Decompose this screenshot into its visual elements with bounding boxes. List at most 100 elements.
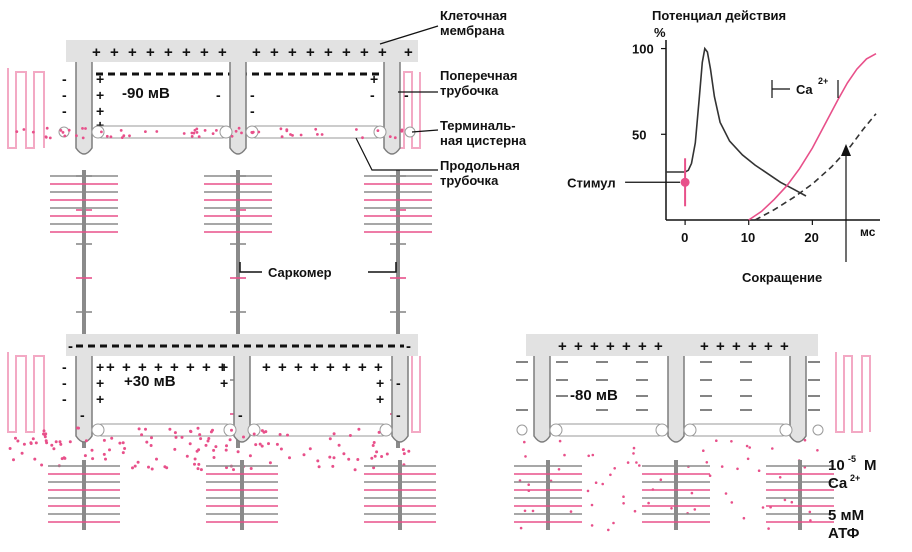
svg-text:+: +	[342, 44, 351, 61]
calcium-dot	[44, 135, 48, 139]
chart-series	[666, 46, 877, 221]
calcium-dot	[77, 426, 80, 430]
calcium-dot	[128, 134, 131, 138]
calcium-dot	[659, 478, 663, 482]
calcium-dot	[402, 452, 406, 456]
calcium-dot	[355, 128, 358, 131]
calcium-dot	[42, 432, 45, 436]
svg-text:-: -	[216, 87, 221, 103]
calcium-dot	[204, 443, 208, 447]
calcium-dot	[149, 444, 153, 447]
calcium-dot	[316, 133, 319, 136]
calcium-dots-stored	[15, 126, 404, 140]
calcium-dot	[145, 440, 149, 444]
calcium-dot	[12, 458, 15, 462]
calcium-dot	[102, 452, 106, 456]
svg-text:+: +	[164, 44, 173, 61]
calcium-dot	[372, 441, 376, 444]
calcium-dot	[118, 441, 122, 445]
calcium-dot	[136, 460, 140, 464]
plus-sign: +	[122, 359, 131, 376]
calcium-dot	[193, 457, 197, 461]
plus-sign: +	[716, 338, 725, 355]
svg-text:+: +	[182, 44, 191, 61]
svg-text:+: +	[96, 71, 104, 87]
svg-text:-: -	[250, 87, 255, 103]
x-tick-label: 0	[681, 230, 688, 245]
calcium-dot	[14, 436, 17, 440]
calcium-dot	[748, 446, 751, 449]
plus-sign: +	[342, 359, 351, 376]
calcium-dot	[224, 448, 228, 452]
plus-sign: +	[574, 338, 583, 355]
calcium-dot	[190, 131, 194, 135]
plus-sign: +	[638, 338, 647, 355]
calcium-dot	[31, 437, 35, 441]
repolarized-potential: -80 мВ	[570, 387, 618, 404]
calcium-dot	[279, 127, 283, 131]
calcium-dot	[197, 135, 201, 139]
svg-text:10: 10	[828, 457, 845, 474]
calcium-dot	[767, 527, 770, 530]
calcium-dot	[211, 132, 215, 136]
membrane-plus-signs: + + + + + + + + + + + + + + + + +	[92, 44, 413, 61]
svg-text:Клеточная: Клеточная	[440, 8, 507, 23]
calcium-dot	[190, 135, 194, 138]
callout-labels: Клеточная мембрана Поперечная трубочка Т…	[355, 8, 527, 188]
svg-text:-: -	[80, 407, 85, 423]
calcium-dot	[757, 469, 761, 473]
calcium-dot	[332, 456, 336, 460]
calcium-dot	[91, 457, 95, 461]
calcium-dot	[228, 438, 232, 442]
calcium-dot	[524, 455, 527, 458]
plus-sign: +	[154, 359, 163, 376]
calcium-dot	[251, 131, 254, 135]
calcium-dot	[58, 440, 62, 444]
calcium-dot	[518, 479, 522, 482]
x-tick-label: 20	[804, 230, 818, 245]
calcium-dot	[52, 447, 56, 451]
concentration-labels: 10 -5 М Ca 2+ 5 мМ АТФ	[828, 454, 877, 542]
calcium-dot	[61, 131, 65, 134]
svg-text:-: -	[62, 375, 67, 391]
svg-text:-: -	[62, 391, 67, 407]
calcium-dot	[601, 482, 604, 486]
plus-sign: +	[764, 338, 773, 355]
calcium-dot	[586, 489, 590, 493]
plus-sign: +	[138, 359, 147, 376]
calcium-dot	[337, 443, 341, 447]
calcium-dot	[523, 509, 527, 513]
svg-text:+: +	[252, 44, 261, 61]
calcium-dot	[803, 438, 807, 442]
calcium-dot	[328, 437, 332, 441]
calcium-dot	[720, 465, 724, 468]
plus-sign: +	[186, 359, 195, 376]
calcium-dot	[121, 441, 125, 445]
calcium-dot	[105, 134, 109, 138]
calcium-dot	[196, 467, 200, 471]
y-tick-label: 100	[632, 42, 654, 57]
calcium-dot	[590, 524, 594, 527]
calcium-dot	[260, 429, 264, 433]
contraction-arrowhead	[841, 144, 851, 156]
calcium-dot	[8, 447, 12, 450]
calcium-dot	[173, 447, 177, 451]
plus-sign: +	[358, 359, 367, 376]
plus-sign: +	[106, 359, 115, 376]
calcium-dot	[400, 129, 404, 133]
calcium-dot	[147, 465, 150, 469]
calcium-dot	[816, 449, 819, 452]
svg-text:+: +	[360, 44, 369, 61]
plus-sign: +	[374, 359, 383, 376]
series-line	[666, 46, 807, 197]
plus-sign: +	[202, 359, 211, 376]
calcium-dot	[393, 136, 397, 140]
svg-text:+: +	[96, 375, 104, 391]
cell-membrane-br	[526, 334, 818, 356]
svg-text:+: +	[376, 391, 384, 407]
ca-charge: 2+	[818, 76, 828, 86]
calcium-dot	[705, 461, 709, 464]
svg-text:-: -	[370, 87, 375, 103]
svg-text:Терминаль-: Терминаль-	[440, 118, 516, 133]
